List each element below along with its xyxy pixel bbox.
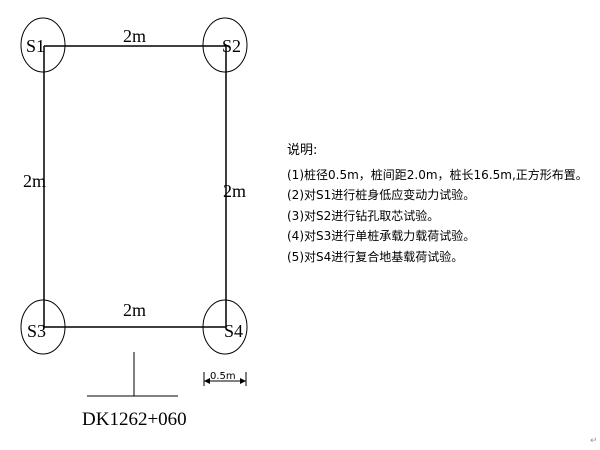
notes-item-3: (3)对S2进行钻孔取芯试验。 xyxy=(287,208,440,223)
diameter-label: 0.5m xyxy=(210,371,236,382)
diameter-arrow-left xyxy=(204,378,210,384)
notes-item-5: (5)对S4进行复合地基载荷试验。 xyxy=(287,249,464,264)
pile-s3-label: S3 xyxy=(27,321,46,341)
paragraph-mark-icon: ↵ xyxy=(590,436,598,446)
pile-s2-label: S2 xyxy=(222,36,241,56)
notes-item-2: (2)对S1进行桩身低应变动力试验。 xyxy=(287,188,476,202)
station-label: DK1262+060 xyxy=(82,409,187,430)
pile-s1-label: S1 xyxy=(26,36,45,56)
dim-bottom-label: 2m xyxy=(123,300,146,320)
dim-left-label: 2m xyxy=(23,171,46,191)
pile-s4-label: S4 xyxy=(224,321,243,341)
notes-item-1: (1)桩径0.5m，桩间距2.0m，桩长16.5m,正方形布置。 xyxy=(287,167,588,182)
notes-title: 说明: xyxy=(287,143,318,158)
notes-item-4: (4)对S3进行单桩承载力载荷试验。 xyxy=(287,229,476,243)
dim-top-label: 2m xyxy=(123,26,146,46)
pile-s1-circle xyxy=(20,17,66,73)
pile-s4-circle xyxy=(202,299,248,355)
notes-panel: 说明: (1)桩径0.5m，桩间距2.0m，桩长16.5m,正方形布置。 (2)… xyxy=(287,141,597,267)
pile-s3-circle xyxy=(20,299,66,355)
dim-right-label: 2m xyxy=(223,181,246,201)
pile-s2-circle xyxy=(202,17,248,73)
diameter-arrow-right xyxy=(240,378,246,384)
